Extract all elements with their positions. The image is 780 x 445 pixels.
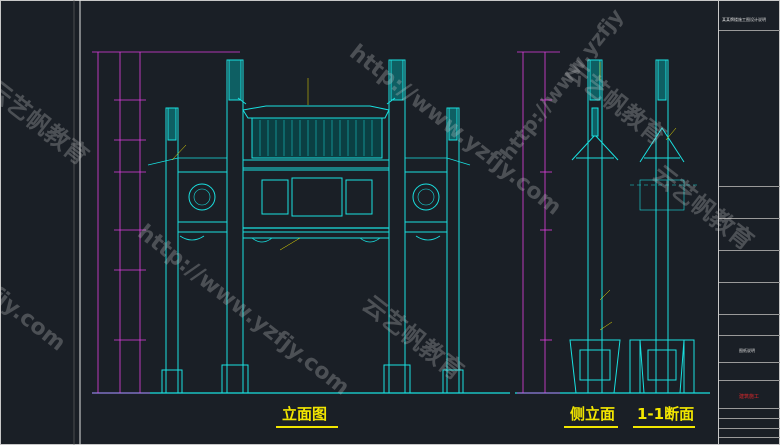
title-block-divider-6 — [719, 314, 780, 315]
front-elevation — [92, 59, 510, 394]
title-block-divider-5 — [719, 282, 780, 283]
elevation-title: 立面图 — [282, 405, 328, 423]
title-block-divider-1 — [719, 30, 780, 31]
title-block-divider-12 — [719, 428, 780, 429]
side-elevation-title-underline — [564, 426, 618, 428]
title-block-divider-8 — [719, 362, 780, 363]
section-title-underline — [633, 426, 695, 428]
section-1-1 — [629, 59, 700, 394]
side-elevation-title: 侧立面 — [570, 405, 616, 423]
title-block-divider-13 — [719, 437, 780, 438]
title-block-divider-3 — [719, 218, 780, 219]
side-dimensions — [517, 51, 560, 394]
title-block-divider-4 — [719, 250, 780, 251]
section-title: 1-1断面 — [637, 405, 695, 423]
side-elevation — [515, 59, 710, 394]
front-dimensions — [92, 51, 240, 394]
title-block-divider-7 — [719, 335, 780, 336]
annotation-leaders — [171, 62, 677, 331]
title-block-divider-11 — [719, 418, 780, 419]
title-block: 某某牌楼施工图设计说明 图纸说明 建筑施工 — [718, 0, 780, 445]
title-block-header: 某某牌楼施工图设计说明 — [722, 17, 766, 22]
title-block-field-1: 图纸说明 — [739, 348, 755, 353]
title-block-divider-9 — [719, 380, 780, 381]
title-block-divider-10 — [719, 408, 780, 409]
title-block-stamp: 建筑施工 — [739, 394, 760, 400]
title-block-divider-2 — [719, 186, 780, 187]
elevation-title-underline — [276, 426, 338, 428]
